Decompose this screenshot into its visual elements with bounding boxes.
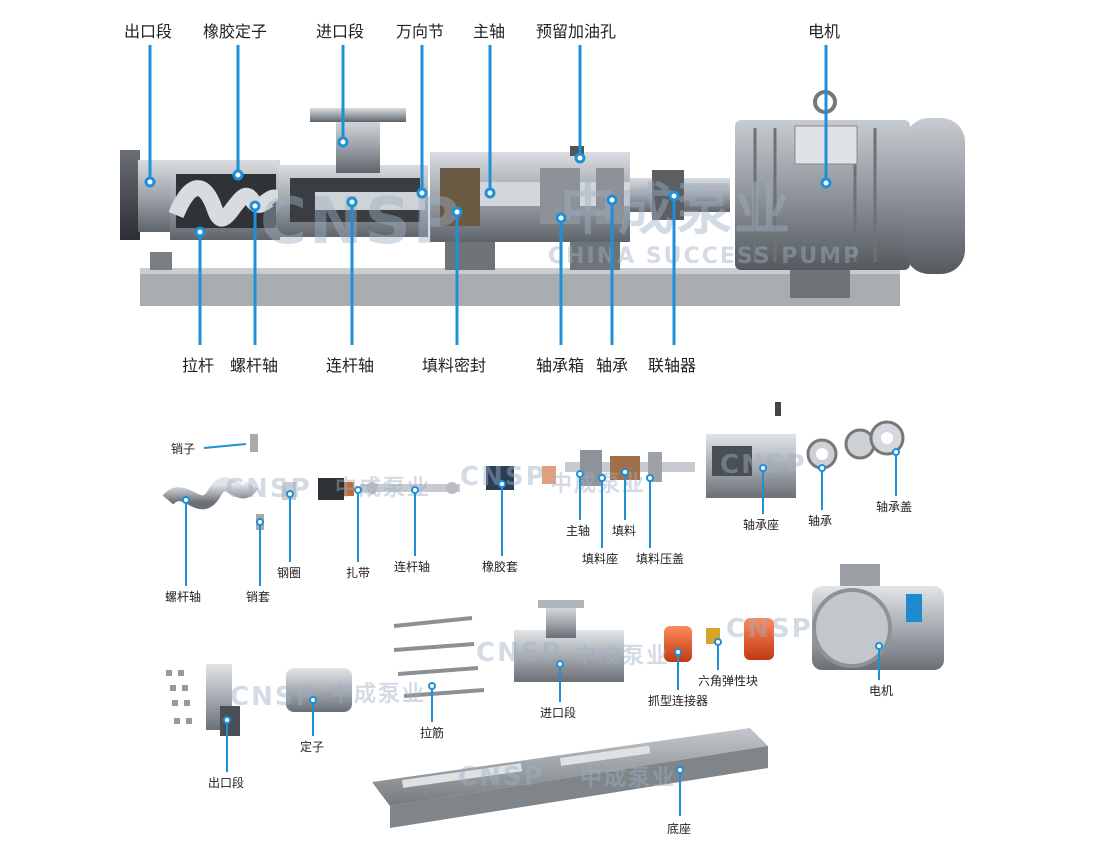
watermark-mid-4: 中成泵业 — [550, 472, 647, 497]
watermark-mid-11: CNSP — [458, 762, 545, 792]
label-connecting-rod: 连杆轴 — [326, 356, 375, 375]
label-coupling: 联轴器 — [648, 356, 697, 375]
label-tie-rod: 拉杆 — [182, 356, 215, 375]
label-bearing-seat: 轴承座 — [743, 518, 780, 532]
label-rubber-sleeve: 橡胶套 — [482, 560, 519, 574]
watermark-mid-2: 中成泵业 — [335, 476, 432, 501]
label-motor: 电机 — [808, 22, 841, 41]
label-universal-joint: 万向节 — [396, 22, 445, 41]
watermark-mid-12: 中成泵业 — [580, 766, 677, 791]
label-outlet-section: 出口段 — [124, 22, 173, 41]
label-packing: 填料 — [612, 524, 637, 538]
label-bearing-cover: 轴承盖 — [876, 500, 913, 514]
outlet-flange — [120, 150, 140, 240]
label-motor-part: 电机 — [869, 684, 894, 698]
label-oil-hole: 预留加油孔 — [536, 22, 617, 41]
watermark-mid-10: CNSP — [726, 614, 813, 644]
label-claw-coupling: 抓型连接器 — [648, 694, 709, 708]
screw-rotor — [168, 180, 285, 227]
label-bearing-box: 轴承箱 — [536, 356, 585, 375]
watermark-mid-9: 中成泵业 — [330, 682, 427, 707]
watermark-mid-6: CNSP — [476, 638, 563, 668]
base-rail — [140, 268, 900, 306]
watermark-mid-8: CNSP — [230, 682, 317, 712]
label-steel-ring: 钢圈 — [277, 566, 302, 580]
label-inlet-part: 进口段 — [540, 706, 577, 720]
watermark-mid-7: 中成泵业 — [574, 644, 671, 669]
label-main-shaft: 主轴 — [473, 22, 506, 41]
label-screw-shaft: 螺杆轴 — [230, 356, 279, 375]
label-packing-seat: 填料座 — [582, 552, 619, 566]
sectional-view — [120, 90, 965, 306]
label-pin-sleeve: 销套 — [246, 590, 271, 604]
watermark-mid-5: CNSP — [720, 450, 807, 480]
label-connecting-rod-part: 连杆轴 — [394, 560, 431, 574]
motor-body — [735, 120, 910, 270]
label-bearing-part: 轴承 — [808, 514, 833, 528]
watermark-mid-3: CNSP — [460, 462, 547, 492]
label-bearing: 轴承 — [596, 356, 629, 375]
label-pin: 销子 — [171, 442, 196, 456]
label-hex-elastic: 六角弹性块 — [698, 674, 759, 688]
label-stator-part: 定子 — [300, 740, 325, 754]
label-packing-gland: 填料压盖 — [636, 552, 685, 566]
label-packing-seal: 填料密封 — [422, 356, 487, 375]
label-tie-bar: 拉筋 — [420, 726, 445, 740]
label-base: 底座 — [667, 822, 692, 836]
label-screw-shaft-part: 螺杆轴 — [165, 590, 202, 604]
label-rubber-stator: 橡胶定子 — [203, 22, 268, 41]
watermark-en: CHINA SUCCESS PUMP — [548, 244, 862, 269]
label-main-shaft-part: 主轴 — [566, 524, 591, 538]
label-outlet-part: 出口段 — [208, 776, 245, 790]
label-inlet-section: 进口段 — [316, 22, 365, 41]
label-strap: 扎带 — [346, 566, 371, 580]
watermark-mid-1: CNSP — [225, 474, 312, 504]
